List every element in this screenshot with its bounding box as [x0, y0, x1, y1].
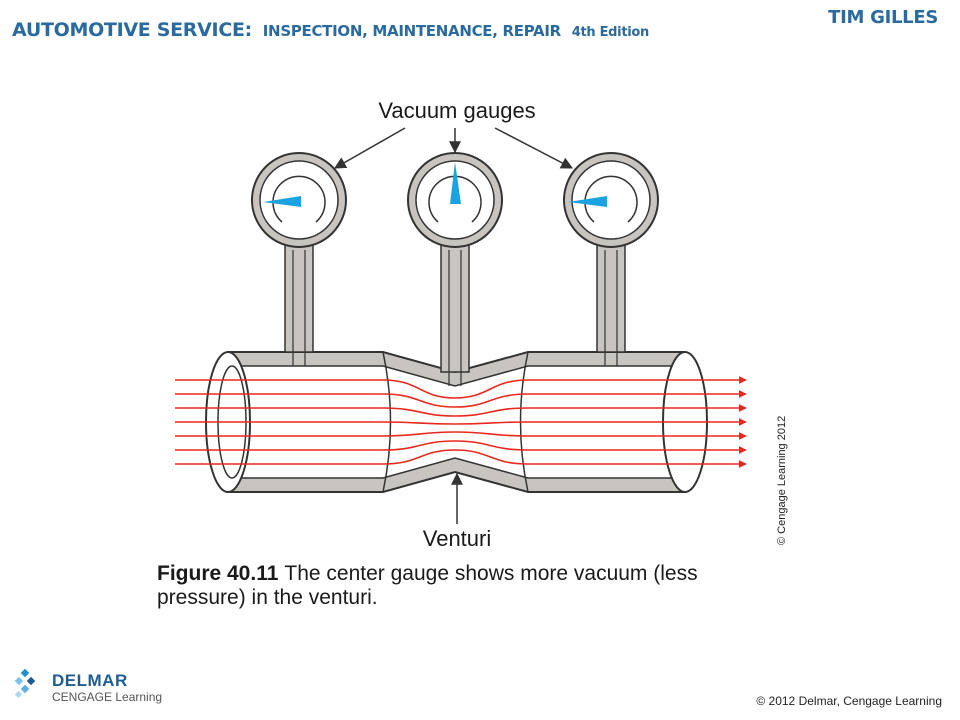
airflow-line	[175, 440, 747, 454]
vacuum-gauge-right	[563, 152, 659, 248]
airflow-line	[175, 376, 747, 399]
label-venturi: Venturi	[423, 526, 492, 551]
book-title-main: AUTOMOTIVE SERVICE:	[12, 19, 252, 41]
figure-number: Figure 40.11	[157, 562, 279, 585]
gauge-stems	[284, 237, 626, 386]
label-arrows	[333, 127, 574, 524]
book-title: AUTOMOTIVE SERVICE: INSPECTION, MAINTENA…	[12, 6, 649, 44]
author-name: TIM GILLES	[828, 7, 938, 28]
arrow-to-left-gauge	[333, 127, 406, 169]
airflow-line	[175, 390, 747, 408]
book-edition: 4th Edition	[571, 25, 650, 40]
airflow-line	[175, 449, 747, 468]
caption-text: The center gauge shows more vacuum (less…	[157, 562, 698, 609]
vacuum-gauge-center	[407, 152, 503, 248]
label-vacuum-gauges: Vacuum gauges	[378, 98, 535, 123]
airflow-line	[175, 418, 747, 426]
airflow-line	[175, 431, 747, 440]
gauge-stem-right	[596, 237, 626, 353]
publisher-logo: DELMAR CENGAGE Learning	[14, 668, 162, 705]
vacuum-gauge-left	[251, 152, 347, 248]
logo-text-cengage: CENGAGE Learning	[52, 690, 163, 704]
book-title-sub: INSPECTION, MAINTENANCE, REPAIR	[262, 22, 561, 40]
gauge-needle	[263, 196, 301, 207]
side-credit: © Cengage Learning 2012	[776, 415, 788, 545]
airflow-lines	[175, 376, 747, 468]
delmar-logo-icon	[14, 668, 36, 699]
logo-text-delmar: DELMAR	[52, 671, 128, 690]
footer-copyright: © 2012 Delmar, Cengage Learning	[756, 694, 942, 708]
gauge-stem-center	[440, 237, 470, 373]
gauge-needle	[568, 196, 607, 207]
arrow-to-right-gauge	[494, 127, 574, 169]
gauge-needle	[450, 162, 461, 204]
airflow-line	[175, 404, 747, 417]
gauge-stem-left	[284, 237, 314, 353]
